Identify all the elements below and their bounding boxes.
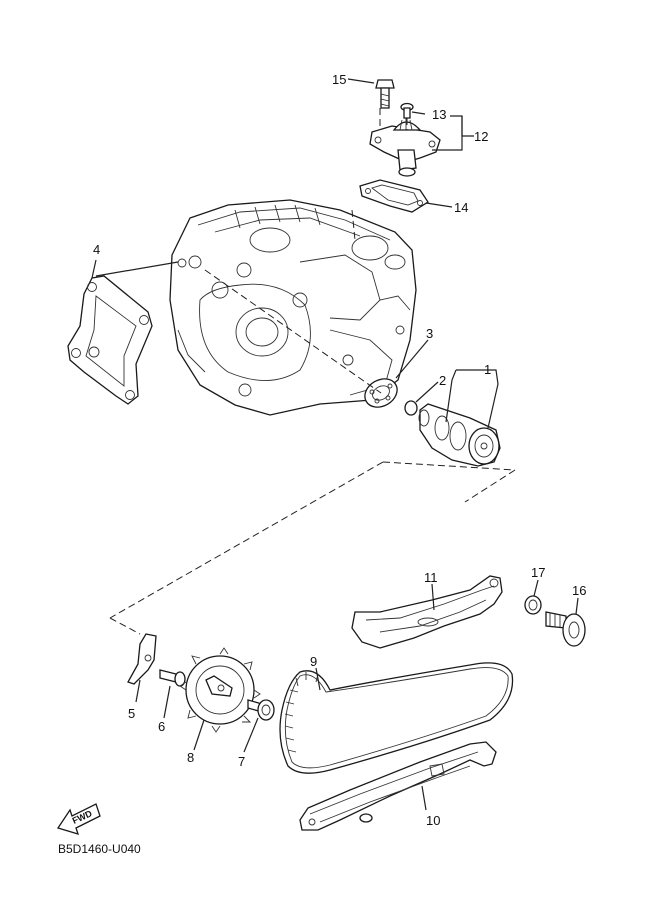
part-12-cam-chain-tensioner: [369, 118, 441, 177]
label-4: 4: [93, 242, 100, 257]
part-6-bolt: [159, 669, 186, 687]
label-13: 13: [432, 107, 446, 122]
part-10-chain-guide: [299, 741, 497, 831]
fwd-arrow-icon: FWD: [56, 803, 101, 835]
part-16-bolt: [545, 611, 586, 647]
label-9: 9: [310, 654, 317, 669]
label-11: 11: [424, 570, 438, 585]
part-4-gasket: [67, 275, 153, 405]
part-5-plate: [127, 633, 157, 685]
label-6: 6: [158, 719, 165, 734]
label-8: 8: [187, 750, 194, 765]
label-15: 15: [332, 72, 346, 87]
diagram-code: B5D1460-U040: [58, 842, 141, 856]
label-12: 12: [474, 129, 488, 144]
part-9-cam-chain: [279, 662, 514, 774]
part-labels: 15 13 12 14 4 3 1 2 11 17 16 9 5 6 8 7 1…: [93, 72, 586, 828]
label-3: 3: [426, 326, 433, 341]
part-15-bolt: [375, 79, 395, 109]
part-1-camshaft: [418, 403, 501, 467]
label-5: 5: [128, 706, 135, 721]
label-14: 14: [454, 200, 468, 215]
label-17: 17: [531, 565, 545, 580]
label-10: 10: [426, 813, 440, 828]
label-1: 1: [484, 362, 491, 377]
reference-lines: [109, 108, 516, 635]
label-16: 16: [572, 583, 586, 598]
part-2-oring: [404, 400, 418, 416]
part-8-sprocket: [179, 647, 261, 733]
label-2: 2: [439, 373, 446, 388]
label-7: 7: [238, 754, 245, 769]
part-7-bolt: [247, 699, 275, 721]
part-14-gasket: [359, 179, 429, 213]
part-17-washer: [524, 595, 542, 615]
leader-lines: [91, 78, 579, 811]
part-13-bolt: [400, 102, 414, 119]
part-11-chain-guide: [351, 575, 503, 649]
